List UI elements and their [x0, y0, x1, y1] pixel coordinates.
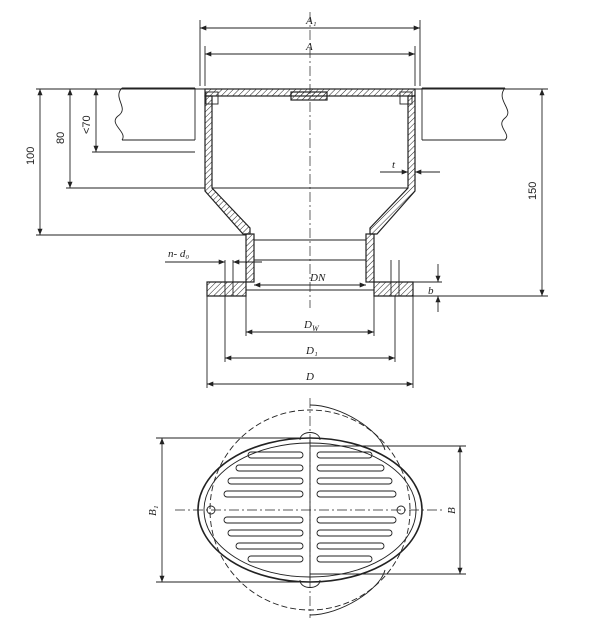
dim-b-label: b [428, 285, 434, 297]
floor-slab-left [114, 87, 196, 141]
dim-dn-label: DN [309, 272, 326, 284]
dim-b1-label: B₁ [147, 505, 159, 516]
dim-b-plan-label: B [446, 507, 458, 514]
dim-t-label: t [392, 159, 396, 171]
floor-slab-right [421, 87, 509, 141]
outlet-wall-left [245, 233, 255, 283]
grate-slots-left [223, 451, 304, 563]
dim-a-label: A [305, 41, 313, 53]
dim-dw-label: DW [303, 319, 320, 333]
plan-view: B₁ B [147, 398, 466, 618]
dim-d-label: D [305, 371, 314, 383]
dim-150-label: 150 [527, 182, 539, 200]
flange-left [206, 281, 247, 297]
elevation-view: A₁ A 100 80 <70 150 t DN n- d₀ [25, 12, 548, 388]
swing-arc-top [309, 404, 386, 451]
flange-right [373, 281, 414, 297]
body-wall-left [204, 95, 251, 235]
outlet-wall-right [365, 233, 375, 283]
dim-a1-label: A₁ [305, 15, 317, 27]
swing-arc-bottom [309, 569, 386, 616]
dim-lt70-label: <70 [81, 115, 93, 134]
grate-slots-right [316, 451, 397, 563]
grate-boss [290, 91, 328, 101]
dim-n-d0-label: n- d₀ [168, 248, 189, 260]
dim-d1-label: D₁ [305, 345, 318, 357]
dim-80-label: 80 [55, 132, 67, 144]
dim-100-label: 100 [25, 147, 37, 165]
